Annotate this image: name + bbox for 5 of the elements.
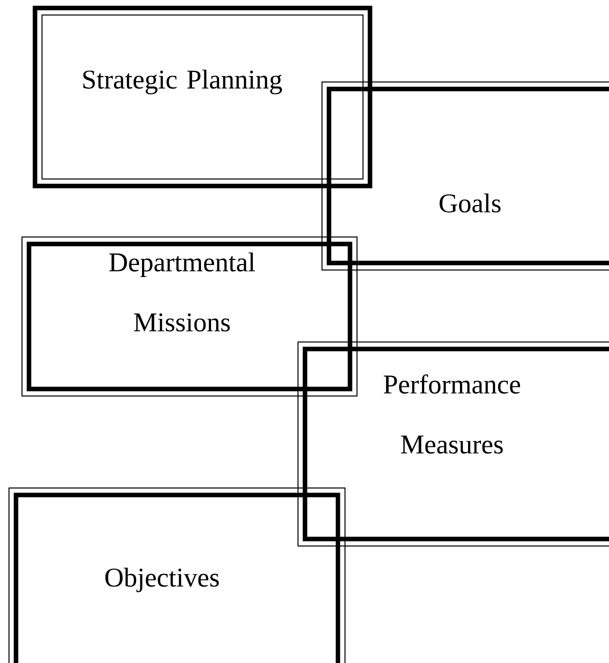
box: Performance Measures xyxy=(298,342,609,546)
box: Goals xyxy=(322,82,609,270)
box: Departmental Missions xyxy=(22,236,358,396)
box: Objectives xyxy=(8,488,346,663)
box: Strategic Planning xyxy=(32,6,372,188)
